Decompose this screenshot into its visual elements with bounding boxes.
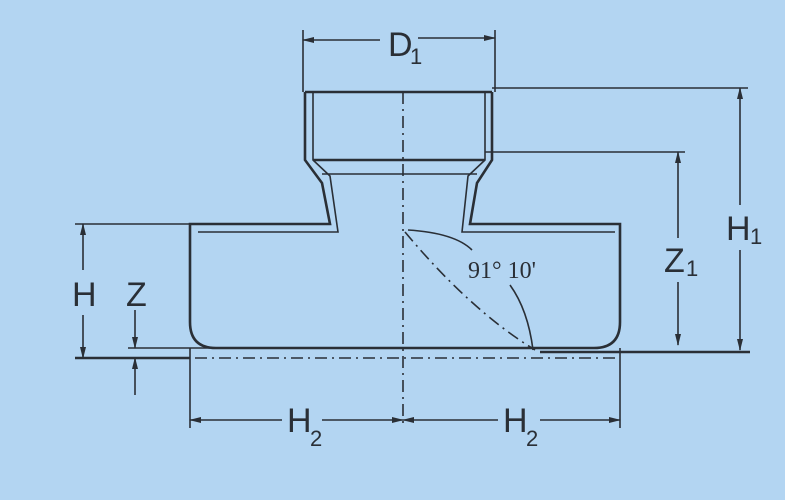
label-h1: H (726, 210, 751, 248)
angle-annotation: 91° 10' (407, 229, 536, 351)
dimension-z1: Z 1 (664, 151, 698, 346)
dimension-h: H (72, 223, 97, 359)
label-z1: Z (664, 242, 685, 280)
svg-text:2: 2 (310, 426, 322, 451)
svg-text:1: 1 (410, 44, 422, 69)
dimension-z: Z (126, 276, 147, 395)
label-h2-right: H (503, 402, 528, 440)
label-angle: 91° 10' (468, 258, 536, 284)
extension-lines (75, 30, 750, 428)
label-z: Z (126, 276, 147, 314)
dimension-h2-right: H 2 (402, 402, 621, 451)
dimension-d1: D 1 (302, 26, 496, 69)
dimension-h2-left: H 2 (189, 402, 404, 451)
svg-text:1: 1 (750, 224, 762, 249)
centerlines (195, 92, 620, 425)
dimension-h1: H 1 (726, 87, 762, 351)
svg-text:2: 2 (526, 426, 538, 451)
label-h2-left: H (287, 402, 312, 440)
label-h: H (72, 276, 97, 314)
fitting-outline (188, 90, 622, 350)
svg-text:1: 1 (686, 256, 698, 281)
label-d1: D (388, 26, 413, 64)
